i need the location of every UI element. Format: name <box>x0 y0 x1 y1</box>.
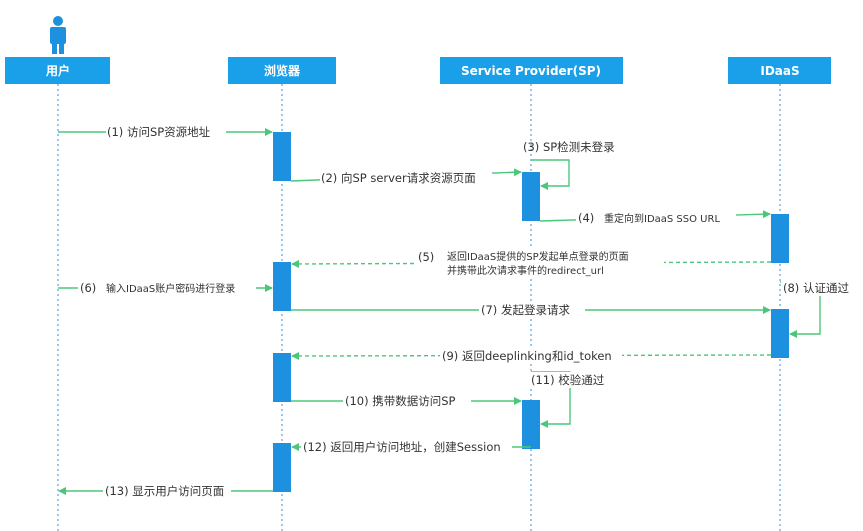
message-number-5: (5) <box>418 250 434 264</box>
activation-idaas-2 <box>771 309 789 358</box>
activation-idaas-1 <box>771 214 789 263</box>
participant-browser: 浏览器 <box>228 57 336 84</box>
message-label-11: (11) 校验通过 <box>531 373 605 387</box>
activation-browser-3 <box>273 353 291 402</box>
activation-sp-2 <box>522 400 540 449</box>
activation-browser-4 <box>273 443 291 492</box>
message-label-1: (1) 访问SP资源地址 <box>107 125 211 139</box>
message-arrow-3 <box>531 159 570 190</box>
message-number-4: (4) <box>578 211 594 225</box>
message-label-3: (3) SP检测未登录 <box>523 140 615 154</box>
participant-user-label: 用户 <box>45 63 70 78</box>
activation-browser-1 <box>273 132 291 181</box>
participant-idaas-label: IDaaS <box>760 64 799 78</box>
participant-user: 用户 <box>5 57 110 84</box>
activation-browser-2 <box>273 262 291 311</box>
message-label-12: (12) 返回用户访问地址，创建Session <box>303 440 501 454</box>
message-label-13: (13) 显示用户访问页面 <box>105 484 224 498</box>
participant-browser-label: 浏览器 <box>264 63 301 78</box>
message-label-5-line1: 返回IDaaS提供的SP发起单点登录的页面 <box>447 250 629 263</box>
message-number-6: (6) <box>80 281 96 295</box>
activation-sp-1 <box>522 172 540 221</box>
message-label-9: (9) 返回deeplinking和id_token <box>442 349 612 363</box>
message-label-6: 输入IDaaS账户密码进行登录 <box>106 282 235 295</box>
participant-sp-label: Service Provider(SP) <box>461 64 601 78</box>
message-label-2: (2) 向SP server请求资源页面 <box>321 171 476 185</box>
message-label-10: (10) 携带数据访问SP <box>345 394 456 408</box>
participant-idaas: IDaaS <box>728 57 831 84</box>
person-icon <box>50 16 66 54</box>
participant-sp: Service Provider(SP) <box>440 57 623 84</box>
message-label-4: 重定向到IDaaS SSO URL <box>604 212 720 225</box>
message-label-7: (7) 发起登录请求 <box>481 303 570 317</box>
message-label-8: (8) 认证通过 <box>783 281 849 295</box>
message-label-5-line2: 并携带此次请求事件的redirect_url <box>447 264 604 277</box>
